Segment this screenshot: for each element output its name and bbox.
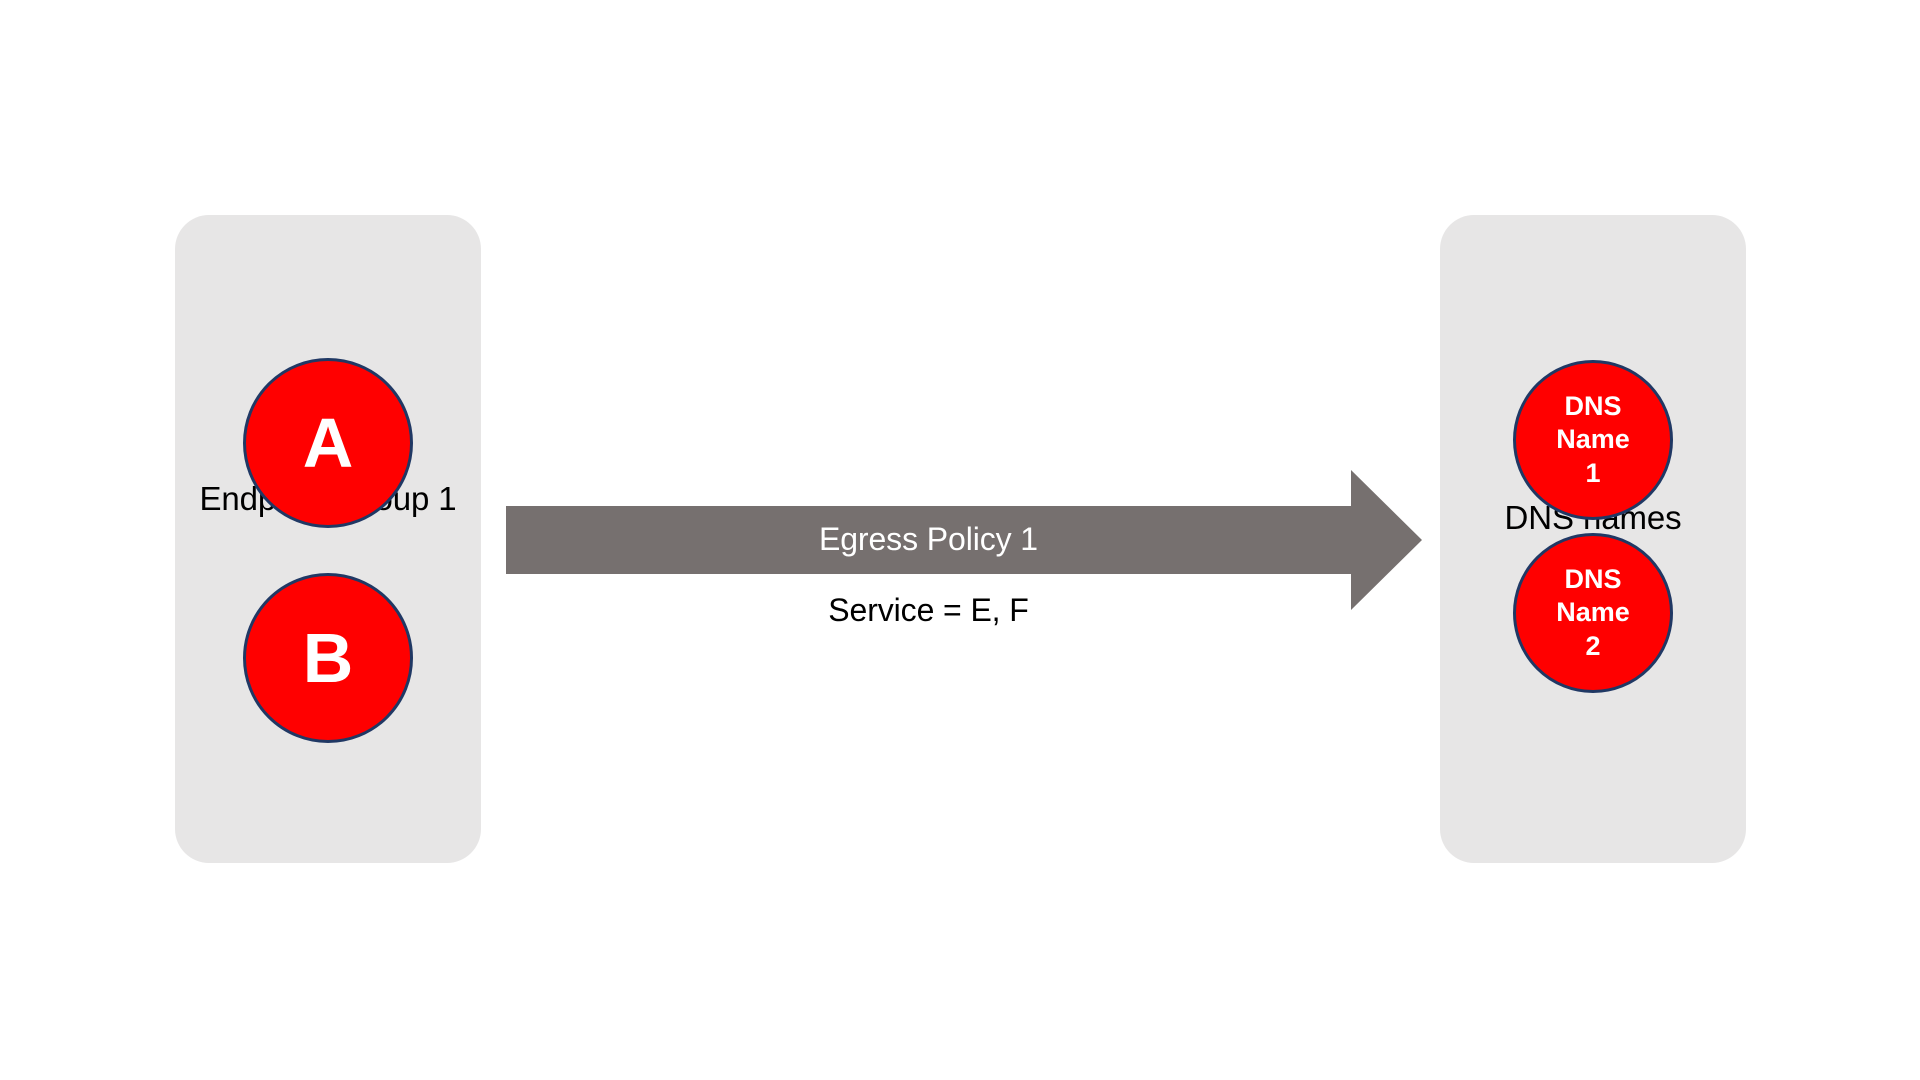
- endpoint-node-b-label: B: [302, 619, 354, 697]
- endpoint-group-panel: Endpoint Group 1: [175, 215, 481, 863]
- egress-policy-arrow-icon: [506, 470, 1422, 610]
- endpoint-node-a-label: A: [302, 404, 354, 482]
- policy-service-label: Service = E, F: [828, 592, 1029, 628]
- dns-name-node-2: DNS Name 2: [1513, 533, 1673, 693]
- dns-name-node-2-label: DNS Name 2: [1556, 564, 1630, 661]
- dns-name-node-1-label: DNS Name 1: [1556, 391, 1630, 488]
- endpoint-node-b: B: [243, 573, 413, 743]
- endpoint-node-a: A: [243, 358, 413, 528]
- policy-service-label-container: Service = E, F: [506, 592, 1351, 629]
- dns-name-node-1: DNS Name 1: [1513, 360, 1673, 520]
